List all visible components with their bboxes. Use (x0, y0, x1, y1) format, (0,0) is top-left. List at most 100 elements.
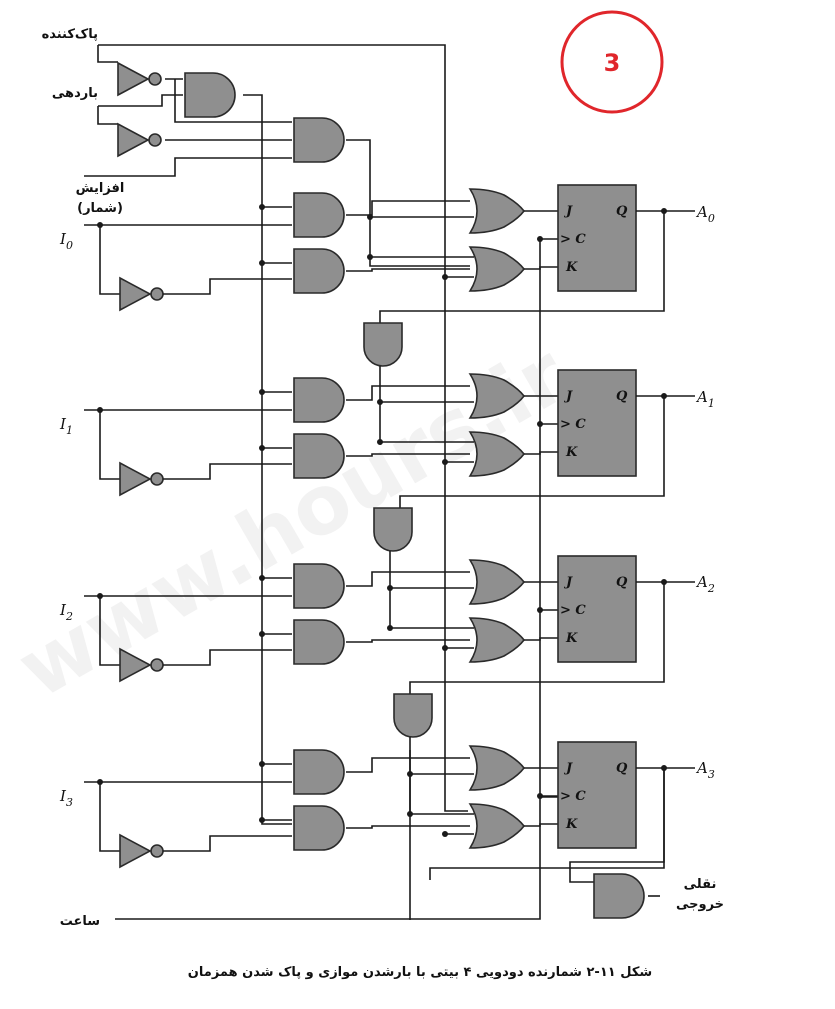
junction-dot (259, 631, 265, 637)
svg-text:A2: A2 (695, 573, 715, 595)
and-gate-chain-1 (373, 507, 413, 552)
not-gate-load (117, 123, 162, 157)
and-gate-load-clear (184, 72, 236, 118)
jk-flip-flop-bit3: J> CKQ (557, 741, 637, 849)
ff-q-label: Q (616, 204, 628, 219)
junction-dot (97, 779, 103, 785)
not-gate-input-3 (119, 834, 164, 868)
svg-text:I1: I1 (59, 415, 73, 437)
input-label-i3: I3 (59, 787, 73, 809)
not-gate-input-1 (119, 462, 164, 496)
junction-dot (377, 399, 383, 405)
junction-dot (259, 575, 265, 581)
control-wires (84, 44, 562, 920)
carry-output-label: خروجی (676, 897, 724, 912)
or-gate-k-bit0 (469, 246, 525, 292)
junction-dot (537, 607, 543, 613)
junction-dot (97, 593, 103, 599)
junction-dot (259, 389, 265, 395)
increment-label-count: (شمار) (77, 201, 123, 216)
flip-flop-body (557, 184, 637, 292)
svg-text:I0: I0 (59, 230, 73, 252)
ff-c-label: > C (560, 789, 586, 804)
carry-label: نقلی (684, 877, 717, 892)
junction-dot (97, 222, 103, 228)
svg-text:A0: A0 (695, 203, 715, 225)
and-gate-carry-out (593, 873, 645, 919)
ff-k-label: K (565, 445, 578, 460)
junction-dot (537, 236, 543, 242)
output-label-a1: A1 (695, 388, 715, 410)
input-label-i0: I0 (59, 230, 73, 252)
svg-text:I2: I2 (59, 601, 73, 623)
junction-dot (367, 254, 373, 260)
and-gate-load-inv-bit0 (293, 248, 345, 294)
and-gate-load-bit2 (293, 563, 345, 609)
ff-j-label: J (563, 761, 573, 776)
or-gate-j-bit0 (469, 188, 525, 234)
junction-dot (97, 407, 103, 413)
and-gate-chain-0 (363, 322, 403, 367)
inverter-bubble (150, 472, 164, 486)
junction-dot (537, 793, 543, 799)
not-gate-clear (117, 62, 162, 96)
input-label-i1: I1 (59, 415, 73, 437)
junction-dot (259, 204, 265, 210)
ff-k-label: K (565, 631, 578, 646)
svg-text:I3: I3 (59, 787, 73, 809)
increment-label: افزایش (76, 181, 125, 196)
and-gate-chain-2 (393, 693, 433, 738)
load-label: باردهی (52, 86, 98, 101)
or-gate-k-bit3 (469, 803, 525, 849)
badge-number: 3 (604, 49, 621, 77)
output-label-a0: A0 (695, 203, 715, 225)
ff-k-label: K (565, 260, 578, 275)
flip-flop-body (557, 555, 637, 663)
and-gate-load-bit3 (293, 749, 345, 795)
junction-dot (367, 214, 373, 220)
ff-j-label: J (563, 389, 573, 404)
input-label-i2: I2 (59, 601, 73, 623)
junction-dot (259, 445, 265, 451)
junction-dot (259, 761, 265, 767)
jk-flip-flop-bit2: J > C K Q (557, 555, 637, 663)
junction-dot (259, 260, 265, 266)
junction-dot (377, 439, 383, 445)
junction-dot (442, 274, 448, 280)
svg-text:A1: A1 (695, 388, 715, 410)
and-gate-load-inv-bit1 (293, 433, 345, 479)
and-gate-load-inv-bit3 (293, 805, 345, 851)
and-gate-load-inv-bit2 (293, 619, 345, 665)
or-gate-j-bit3 (469, 745, 525, 791)
ff-q-label: Q (616, 389, 628, 404)
output-label-a3: A3 (695, 759, 715, 781)
jk-flip-flop-bit1: J > C K Q (557, 369, 637, 477)
not-gate-input-0 (119, 277, 164, 311)
figure-number-badge: 3 (560, 10, 664, 114)
or-gate-k-bit2 (469, 617, 525, 663)
ff-k-label: K (565, 817, 578, 832)
ff-q-label: Q (616, 575, 628, 590)
svg-text:A3: A3 (695, 759, 715, 781)
junction-dot (387, 585, 393, 591)
jk-flip-flop-bit0: J> CKQ (557, 184, 637, 292)
junction-dot (442, 645, 448, 651)
output-label-a2: A2 (695, 573, 715, 595)
ff-c-label: > C (560, 417, 586, 432)
junction-dot (537, 421, 543, 427)
ff-j-label: J (563, 204, 573, 219)
inverter-bubble (150, 658, 164, 672)
ff-c-label: > C (560, 603, 586, 618)
ff-j-label: J (563, 575, 573, 590)
and-gate-load-bit1 (293, 377, 345, 423)
flip-flop-body (557, 741, 637, 849)
junction-dot (442, 459, 448, 465)
figure-caption: شکل ۱۱-۲ شمارنده دودویی ۴ بیتی با بارشدن… (188, 965, 652, 980)
flip-flop-body (557, 369, 637, 477)
inverter-bubble (150, 287, 164, 301)
junction-dot (387, 625, 393, 631)
or-gate-j-bit2 (469, 559, 525, 605)
